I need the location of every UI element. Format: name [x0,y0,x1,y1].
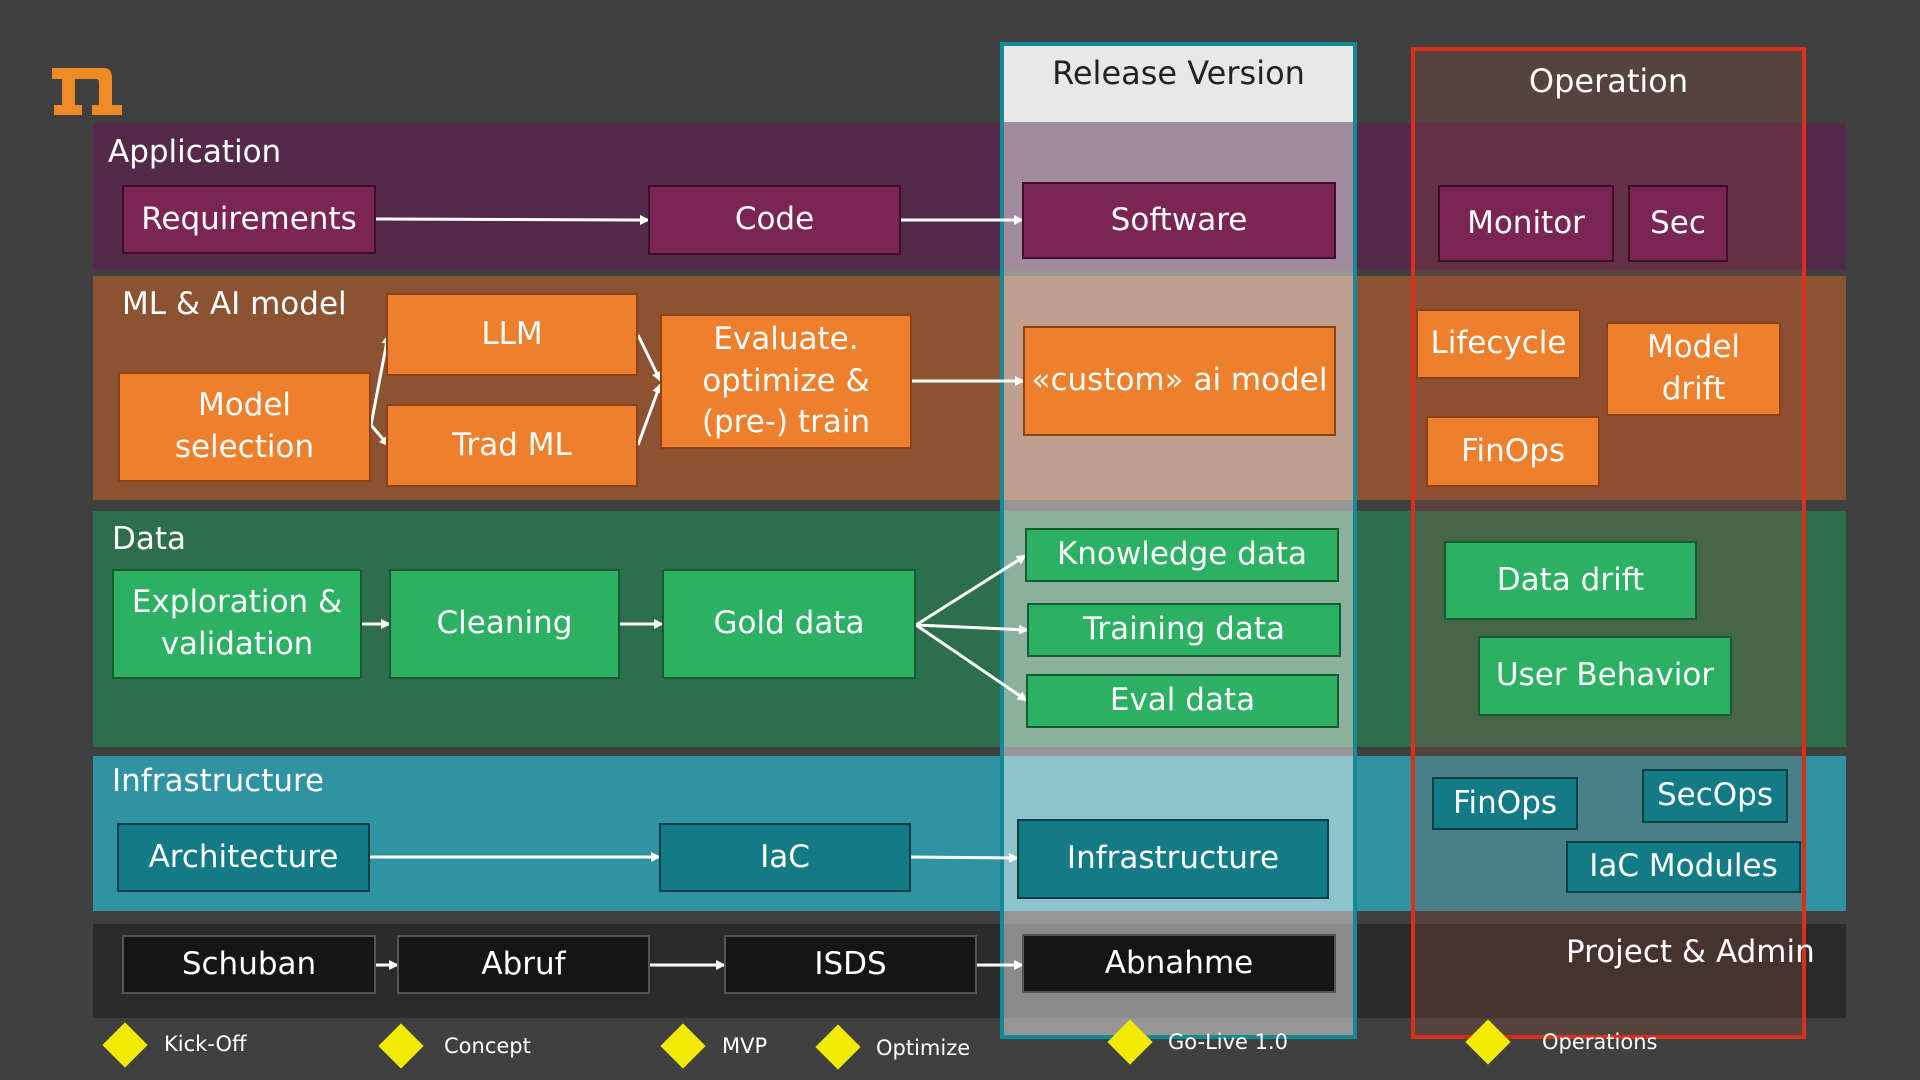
project-admin-title: Project & Admin [1566,934,1815,970]
evaluate-train-box: Evaluate. optimize & (pre-) train [660,314,912,449]
arrow-llm-evaluate [636,334,662,382]
operation-title: Operation [1528,62,1689,100]
knowledge-data-box: Knowledge data [1025,528,1339,582]
architecture-box: Architecture [117,823,370,892]
sec-box: Sec [1628,185,1728,262]
milestone-optimize: Optimize [876,1036,971,1060]
infrastructure-box: Infrastructure [1017,819,1329,899]
secops-box: SecOps [1642,769,1788,823]
requirements-box: Requirements [122,185,376,254]
n-logo-icon [52,62,122,118]
gold-data-box: Gold data [662,569,916,679]
arrow-gold-training [915,623,1029,635]
arrow-gold-eval [915,623,1028,702]
arrow-gold-knowledge [915,554,1027,627]
milestone-kick-off: Kick-Off [164,1032,247,1056]
ml-title: ML & AI model [122,286,347,322]
schuban-box: Schuban [122,935,376,994]
exploration-validation-box: Exploration & validation [112,569,362,679]
code-box: Code [648,185,901,255]
software-box: Software [1022,182,1336,259]
arrow-modelsel-tradml [369,424,390,447]
model-selection-box: Model selection [118,372,371,482]
milestone-operations: Operations [1542,1030,1658,1054]
arrow-requirements-code [375,214,650,225]
monitor-box: Monitor [1438,185,1614,262]
arrow-modelsel-llm [369,334,392,426]
user-behavior-box: User Behavior [1478,636,1732,716]
milestone-mvp: MVP [722,1034,768,1058]
trad-ml-box: Trad ML [386,404,638,487]
model-drift-box: Model drift [1606,322,1781,416]
arrow-tradml-evaluate [636,383,662,446]
iac-box: IaC [659,823,911,892]
milestone-go-live: Go-Live 1.0 [1168,1030,1289,1054]
finops-ml-box: FinOps [1426,416,1600,487]
lifecycle-box: Lifecycle [1416,309,1581,379]
isds-box: ISDS [724,935,977,994]
milestone-concept: Concept [444,1034,531,1058]
application-title: Application [108,134,282,170]
data-title: Data [112,521,187,557]
cleaning-box: Cleaning [389,569,620,679]
training-data-box: Training data [1027,603,1341,657]
data-drift-box: Data drift [1444,541,1697,620]
eval-data-box: Eval data [1026,674,1339,728]
infrastructure-title: Infrastructure [112,763,325,799]
abnahme-box: Abnahme [1022,934,1336,993]
release-version-title: Release Version [1052,54,1305,92]
iac-modules-box: IaC Modules [1566,841,1801,893]
release-version-header-bg [1004,46,1353,122]
finops-infra-box: FinOps [1432,777,1578,830]
llm-box: LLM [386,293,638,376]
arrow-iac-infrastructure [910,852,1019,863]
abruf-box: Abruf [397,935,650,994]
custom-ai-model-box: «custom» ai model [1023,326,1336,436]
